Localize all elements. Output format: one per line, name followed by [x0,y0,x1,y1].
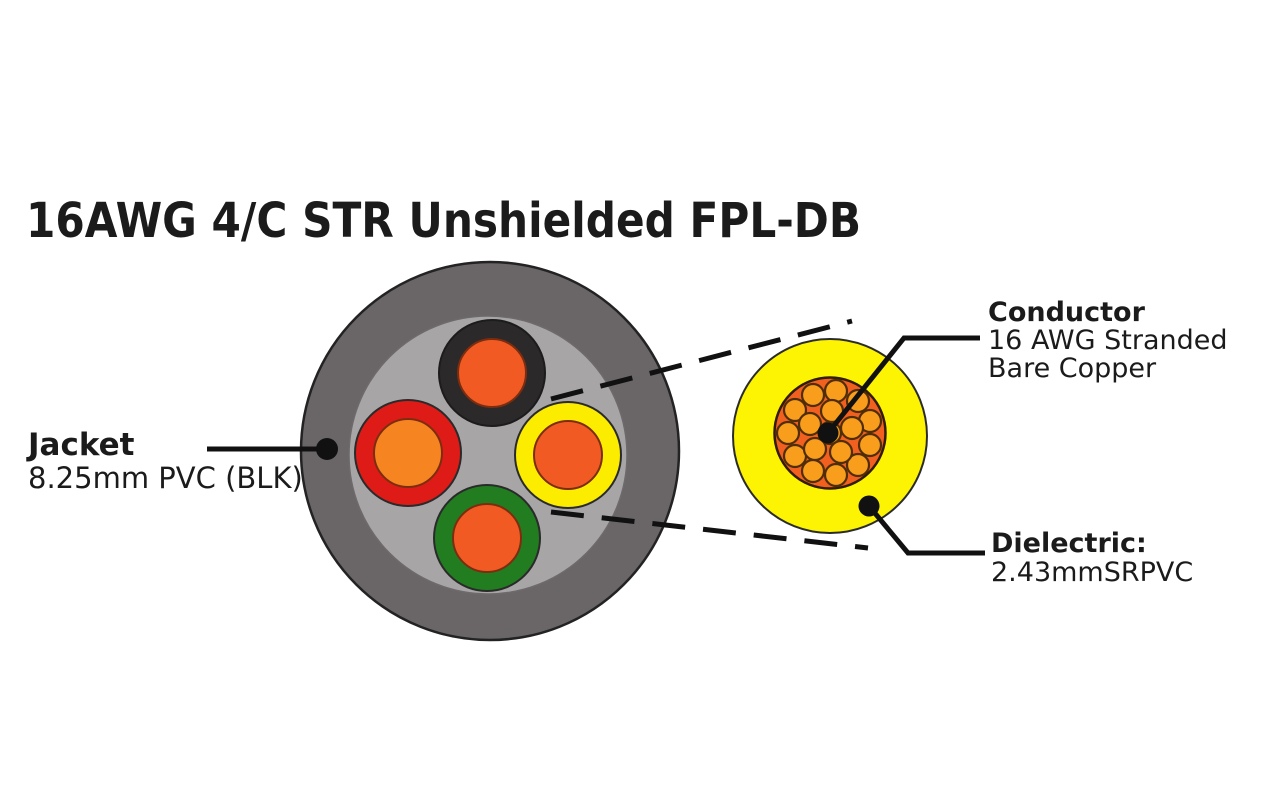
strand [857,432,883,458]
conductor-black [438,319,546,427]
conductor-yellow-core [533,420,603,490]
strand [802,436,828,462]
conductor-red-core [373,418,443,488]
strand [797,411,823,437]
strand [800,458,826,484]
conductor-label-title: Conductor [988,297,1145,328]
dielectric-pointer-dot [858,495,880,517]
page-title: 16AWG 4/C STR Unshielded FPL-DB [26,193,862,249]
jacket-label-title: Jacket [28,427,135,463]
filler-circle [348,315,628,595]
strand [845,388,871,414]
jacket-label-spec: 8.25mm PVC (BLK) [28,461,303,495]
strand [782,397,808,423]
strand [800,382,826,408]
conductor-label-spec-line1: 16 AWG Stranded [988,325,1228,356]
dielectric-label-title: Dielectric: [991,528,1147,559]
dielectric-label: Dielectric: 2.43mmSRPVC [991,529,1193,587]
conductor-label-spec-line2: Bare Copper [988,353,1157,384]
conductor-yellow [514,401,622,509]
jacket-pointer-dot [316,438,338,460]
zoom-cone-upper-dashed-line [550,318,853,402]
conductor-black-core [457,338,527,408]
copper-strands [775,378,883,488]
strand [839,415,865,441]
conductor-pointer-dot [817,422,839,444]
jacket-label: Jacket 8.25mm PVC (BLK) [28,429,303,495]
strand [775,420,801,446]
dielectric-leader-line [867,504,985,556]
conductor-label: Conductor 16 AWG Stranded Bare Copper [988,298,1228,383]
zoom-cone-lower-dashed-line [550,509,869,551]
conductor-red [354,399,462,507]
strand [828,439,854,465]
strand [823,378,849,404]
conductor-green [433,484,541,592]
dielectric-label-spec: 2.43mmSRPVC [991,557,1194,588]
conductor-green-core [452,503,522,573]
strand [845,452,871,478]
strand [823,462,849,488]
strand [782,443,808,469]
cable-cross-section [299,260,681,642]
conductor-leader-line [826,335,980,435]
